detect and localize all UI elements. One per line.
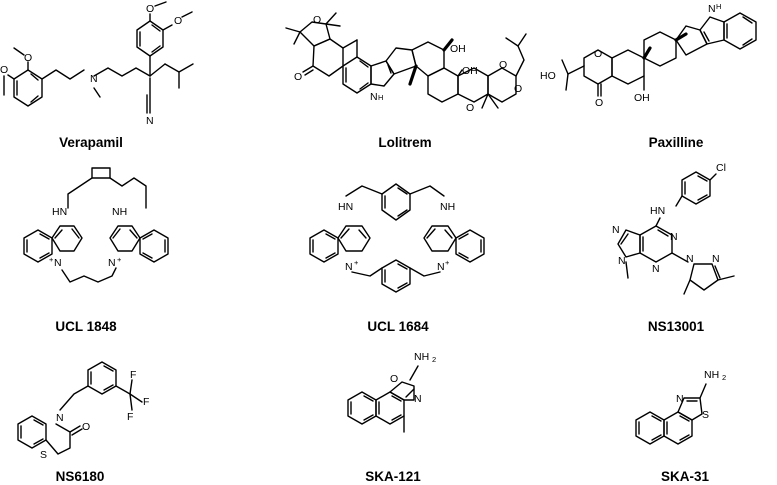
atom-o: O bbox=[294, 71, 302, 83]
atom-oh: OH bbox=[462, 65, 478, 77]
label-ska-31: SKA-31 bbox=[661, 469, 710, 484]
atom-o: O bbox=[466, 102, 474, 114]
label-ucl-1684: UCL 1684 bbox=[367, 319, 429, 334]
atom-n: N bbox=[670, 231, 678, 243]
atom-n: N bbox=[90, 73, 98, 85]
atom-n-plus: N bbox=[54, 257, 62, 269]
atom-o: O bbox=[514, 83, 522, 95]
label-ska-121: SKA-121 bbox=[365, 469, 421, 484]
atom-nh: NH bbox=[112, 206, 127, 218]
atom-n: N bbox=[652, 263, 660, 275]
atom-hn: HN bbox=[338, 201, 353, 213]
atom-o: O bbox=[146, 3, 154, 15]
atom-charge: + bbox=[445, 258, 450, 267]
ucl-1848-structure: HN NH N + N + bbox=[23, 167, 169, 283]
atom-charge: + bbox=[49, 255, 54, 264]
atom-o: O bbox=[82, 421, 90, 433]
atom-nh: N bbox=[708, 3, 716, 15]
atom-sub-2: 2 bbox=[722, 373, 726, 382]
atom-o: O bbox=[390, 373, 398, 385]
ska-121-structure: O N NH 2 bbox=[347, 351, 436, 433]
atom-oh: OH bbox=[634, 92, 650, 104]
label-paxilline: Paxilline bbox=[649, 135, 704, 150]
atom-ho: HO bbox=[540, 70, 556, 82]
paxilline-structure: N H OH O O HO bbox=[540, 2, 757, 109]
atom-n-plus: N bbox=[345, 261, 353, 273]
label-lolitrem: Lolitrem bbox=[378, 135, 431, 150]
atom-n: N bbox=[414, 393, 422, 405]
atom-f: F bbox=[130, 369, 136, 381]
atom-h: H bbox=[716, 2, 721, 11]
atom-o: O bbox=[24, 52, 32, 64]
atom-n: N bbox=[712, 253, 720, 265]
label-verapamil: Verapamil bbox=[59, 135, 123, 150]
atom-n-plus: N bbox=[108, 257, 116, 269]
atom-o: O bbox=[595, 97, 603, 109]
atom-nh2: NH bbox=[704, 369, 719, 381]
atom-o: O bbox=[313, 14, 321, 26]
atom-o: O bbox=[0, 64, 8, 76]
atom-o: O bbox=[174, 15, 182, 27]
ns6180-structure: F F F N O S bbox=[17, 361, 149, 461]
label-ucl-1848: UCL 1848 bbox=[55, 319, 117, 334]
atom-o: O bbox=[594, 48, 602, 60]
atom-o: O bbox=[499, 59, 507, 71]
label-ns6180: NS6180 bbox=[56, 469, 105, 484]
atom-f: F bbox=[127, 411, 133, 423]
atom-n: N bbox=[56, 412, 64, 424]
atom-charge: + bbox=[354, 258, 359, 267]
atom-nh: N bbox=[370, 91, 378, 103]
ucl-1684-structure: HN NH N + N + bbox=[309, 183, 485, 293]
atom-charge: + bbox=[117, 255, 122, 264]
atom-n: N bbox=[618, 255, 626, 267]
ska-31-structure: N S NH 2 bbox=[635, 369, 726, 445]
verapamil-structure: O O N N O O bbox=[0, 1, 194, 127]
atom-oh: OH bbox=[450, 43, 466, 55]
atom-n: N bbox=[612, 224, 620, 236]
lolitrem-structure: O O N H OH OH O O O bbox=[285, 12, 527, 114]
atom-h: H bbox=[378, 93, 383, 102]
atom-s: S bbox=[702, 409, 709, 421]
atom-n: N bbox=[686, 253, 694, 265]
atom-cl: Cl bbox=[716, 162, 726, 174]
atom-f: F bbox=[143, 396, 149, 408]
atom-s: S bbox=[40, 449, 47, 461]
atom-n: N bbox=[146, 115, 154, 127]
atom-n-plus: N bbox=[437, 261, 445, 273]
atom-n: N bbox=[676, 393, 684, 405]
ns13001-structure: Cl HN N N N N N N bbox=[612, 162, 735, 295]
atom-hn: HN bbox=[52, 206, 67, 218]
atom-hn: HN bbox=[650, 205, 665, 217]
atom-nh: NH bbox=[440, 201, 455, 213]
atom-sub-2: 2 bbox=[432, 355, 436, 364]
atom-nh2: NH bbox=[414, 351, 429, 363]
label-ns13001: NS13001 bbox=[648, 319, 705, 334]
